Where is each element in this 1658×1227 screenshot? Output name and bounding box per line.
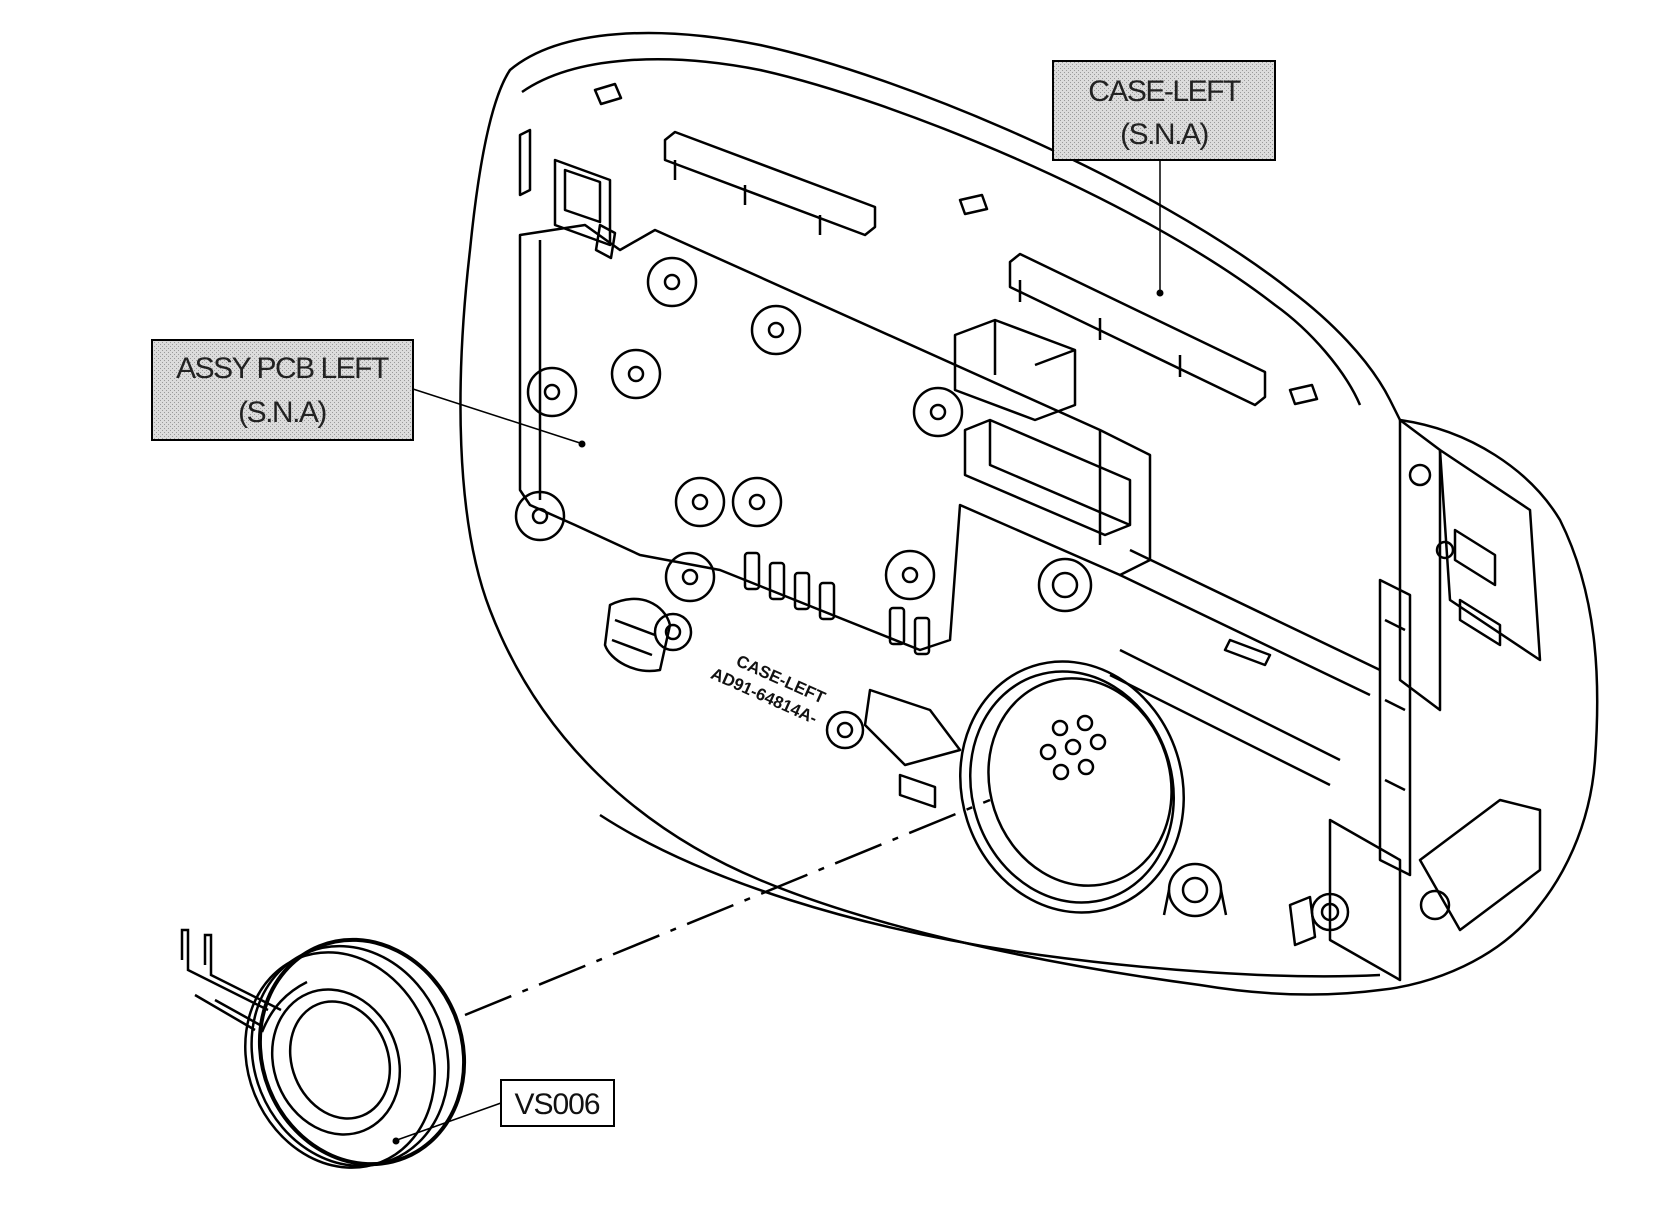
pcb-outline [518, 223, 1152, 652]
callout-vs006: VS006 [392, 1079, 615, 1145]
callout-case-left-line-1: CASE-LEFT [1088, 75, 1241, 108]
case-bottom-lip [599, 813, 1381, 978]
pcb-pads [743, 551, 931, 656]
callout-case-left: CASE-LEFT (S.N.A) [1052, 60, 1276, 297]
callout-assy-pcb-left-line-1: ASSY PCB LEFT [176, 352, 389, 385]
pcb-mounting-posts [514, 256, 964, 603]
callout-assy-pcb-left-line-2: (S.N.A) [238, 396, 326, 429]
callout-vs006-text: VS006 [514, 1088, 599, 1121]
case-inner-rim [521, 58, 1362, 406]
speaker-mount-ring [959, 660, 1185, 914]
speaker-wire-leads [180, 928, 282, 1032]
case-engraving: CASE-LEFT AD91-64814A- [708, 651, 829, 728]
speaker-grille-holes [1039, 714, 1107, 781]
callout-assy-pcb-left: ASSY PCB LEFT (S.N.A) [151, 339, 586, 448]
case-left-housing [459, 31, 1599, 996]
assy-pcb-left-board [514, 223, 1152, 656]
speaker-vs006 [180, 928, 467, 1169]
callout-case-left-line-2: (S.N.A) [1120, 118, 1208, 151]
assembly-axis-line [464, 798, 991, 1017]
case-outer-shell [459, 31, 1599, 996]
